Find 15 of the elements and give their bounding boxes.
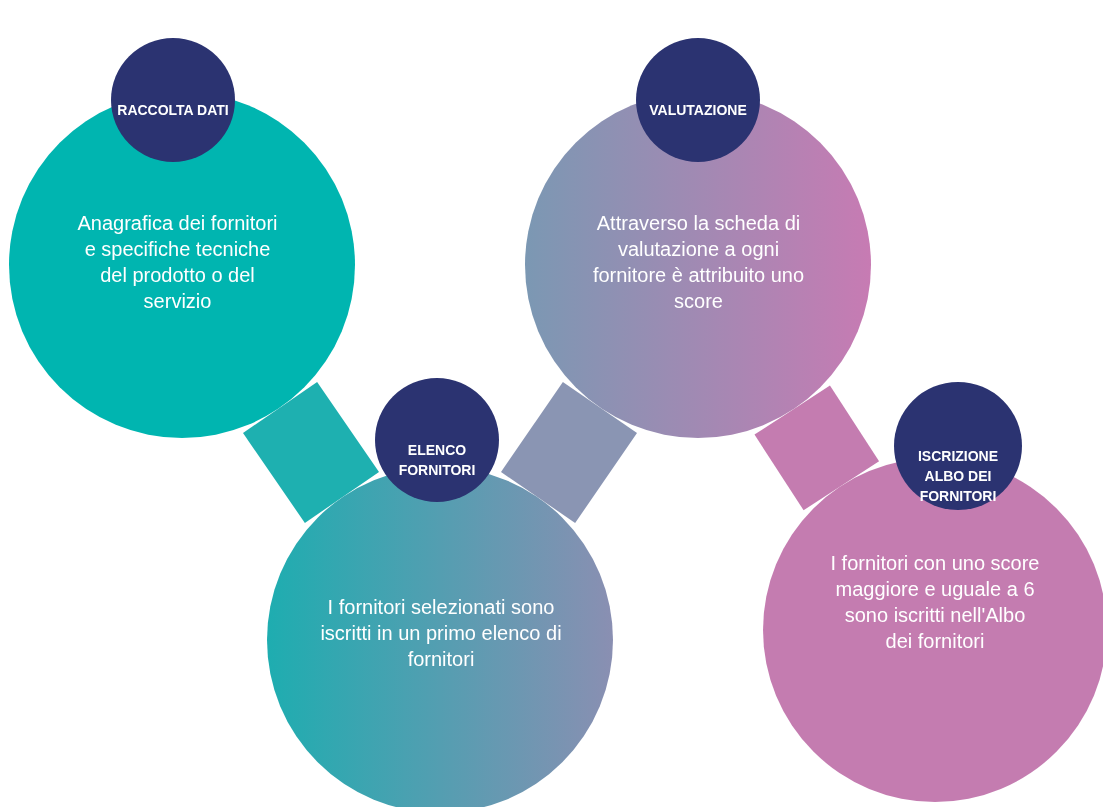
connector-band <box>500 382 638 523</box>
process-circle <box>267 378 613 807</box>
process-circle <box>525 38 871 438</box>
step-description: I fornitori selezionati sono iscritti in un primo elenco di fornitori <box>319 595 563 672</box>
step-description: Anagrafica dei fornitori e specifiche tecniche del prodotto o del servizio <box>76 211 279 314</box>
step-title: ISCRIZIONE ALBO DEI FORNITORI <box>916 447 1000 506</box>
step-description: I fornitori con uno score maggiore e uguale a 6 sono iscritti nell'Albo dei fornitori <box>830 551 1040 654</box>
step-title: RACCOLTA DATI <box>116 101 230 120</box>
step-title: VALUTAZIONE <box>648 101 748 120</box>
step-title: ELENCO FORNITORI <box>397 441 477 480</box>
step-description: Attraverso la scheda di valutazione a ogni fornitore è attribuito uno score <box>591 211 806 314</box>
process-circle <box>763 382 1103 802</box>
connector-band <box>754 385 880 511</box>
connector-band <box>242 382 380 523</box>
process-circle <box>9 38 355 438</box>
